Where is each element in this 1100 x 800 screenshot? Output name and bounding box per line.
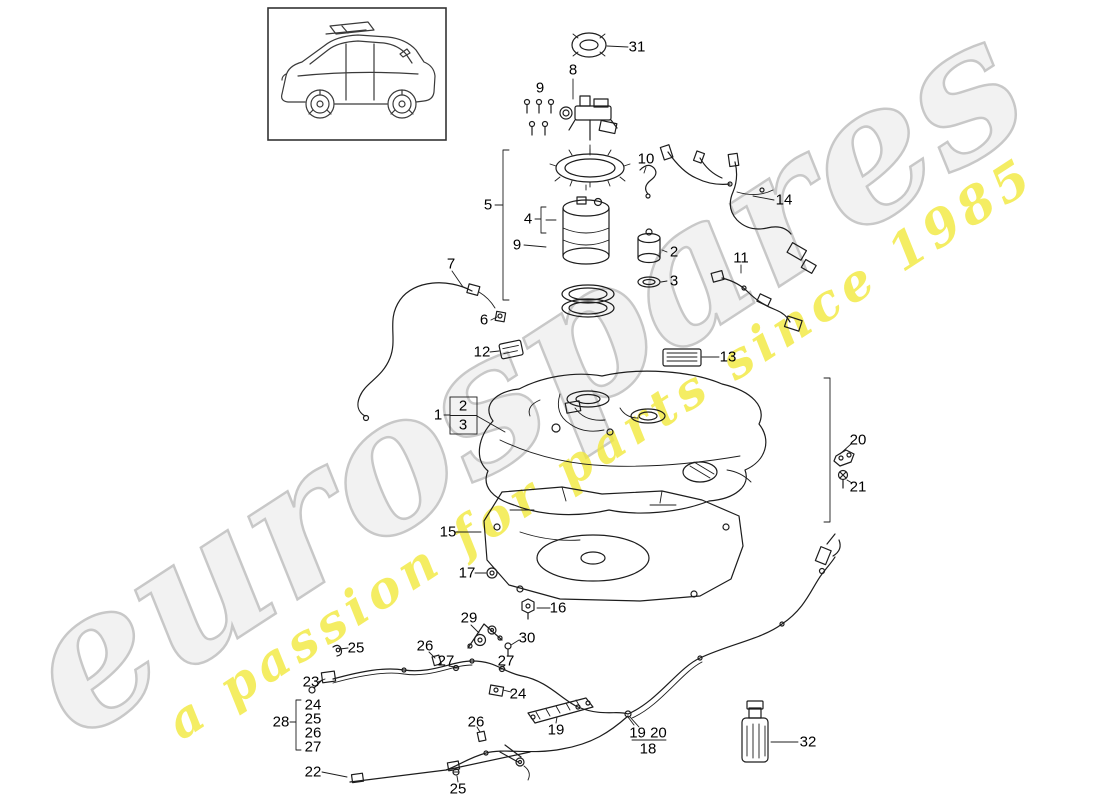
callout-4: 4 bbox=[524, 211, 532, 228]
callout-29: 29 bbox=[461, 610, 478, 627]
callout-11: 11 bbox=[733, 250, 749, 267]
part-22-bracket bbox=[349, 744, 531, 784]
callout-13: 13 bbox=[720, 349, 737, 366]
part-12-module bbox=[498, 339, 524, 360]
callout-27-a: 27 bbox=[438, 653, 455, 670]
callout-2: 2 bbox=[670, 244, 678, 261]
part-9-screws bbox=[523, 98, 555, 136]
callout-25-c: 25 bbox=[450, 781, 467, 798]
part-seal-rings bbox=[561, 284, 615, 318]
callout-31: 31 bbox=[629, 39, 646, 56]
callout-22: 22 bbox=[305, 764, 322, 781]
fuel-line-fittings bbox=[308, 644, 506, 776]
part-32-bottle bbox=[741, 700, 769, 763]
callout-18: 18 bbox=[640, 741, 657, 758]
callout-9-mid: 9 bbox=[513, 237, 521, 254]
callout-19-20: 19 20 bbox=[629, 725, 667, 742]
part-locking-ring bbox=[549, 144, 631, 188]
part-8-flange bbox=[559, 95, 618, 141]
callout-15: 15 bbox=[440, 524, 457, 541]
callout-23: 23 bbox=[303, 674, 320, 691]
callout-6: 6 bbox=[480, 312, 488, 329]
part-15-skid-plate bbox=[483, 486, 744, 602]
callout-16: 16 bbox=[550, 600, 567, 617]
fuel-lines bbox=[332, 533, 841, 771]
callout-20: 20 bbox=[850, 432, 867, 449]
vehicle-thumbnail bbox=[267, 7, 447, 141]
part-2-insert bbox=[637, 228, 661, 264]
part-3-seal bbox=[637, 276, 661, 288]
part-11-cable bbox=[710, 269, 803, 332]
part-16-nut bbox=[521, 598, 535, 620]
part-23-connector bbox=[320, 670, 337, 684]
leader-lines bbox=[289, 45, 853, 783]
callout-24-b: 24 bbox=[305, 697, 322, 714]
callout-1: 1 bbox=[434, 407, 442, 424]
callout-32: 32 bbox=[800, 734, 817, 751]
callout-19-a: 19 bbox=[548, 722, 565, 739]
callout-27-c: 27 bbox=[305, 739, 322, 756]
callout-3: 3 bbox=[670, 273, 678, 290]
callout-26-a: 26 bbox=[417, 638, 434, 655]
callout-25-a: 25 bbox=[348, 640, 365, 657]
callout-14: 14 bbox=[776, 192, 793, 209]
part-17-grommet bbox=[486, 567, 498, 579]
part-31-gasket bbox=[571, 32, 607, 58]
part-14-harness bbox=[659, 144, 817, 274]
callout-2-box: 2 bbox=[459, 398, 467, 415]
callout-30: 30 bbox=[519, 630, 536, 647]
part-19-strip bbox=[527, 697, 594, 724]
part-13-bracket bbox=[662, 348, 702, 367]
part-4-pump-cartridge bbox=[562, 184, 610, 265]
callout-9-top: 9 bbox=[536, 80, 544, 97]
part-10-wire bbox=[639, 164, 657, 199]
callout-7: 7 bbox=[447, 256, 455, 273]
callout-28: 28 bbox=[273, 714, 290, 731]
part-7-hose bbox=[357, 282, 496, 422]
callout-17: 17 bbox=[459, 565, 476, 582]
callout-5: 5 bbox=[484, 197, 492, 214]
callout-24-a: 24 bbox=[510, 686, 527, 703]
part-29-30-lever bbox=[467, 623, 512, 656]
callout-21: 21 bbox=[850, 479, 867, 496]
callout-12: 12 bbox=[474, 344, 491, 361]
part-1-fuel-tank bbox=[478, 370, 767, 516]
callout-10: 10 bbox=[638, 151, 655, 168]
part-20-21-sensor bbox=[833, 449, 855, 489]
callout-3-box: 3 bbox=[459, 417, 467, 434]
callout-26-b: 26 bbox=[305, 725, 322, 742]
callout-25-b: 25 bbox=[305, 711, 322, 728]
part-6-clip bbox=[494, 310, 507, 323]
callout-26-c: 26 bbox=[468, 714, 485, 731]
callout-8: 8 bbox=[569, 62, 577, 79]
callout-27-b: 27 bbox=[498, 653, 515, 670]
